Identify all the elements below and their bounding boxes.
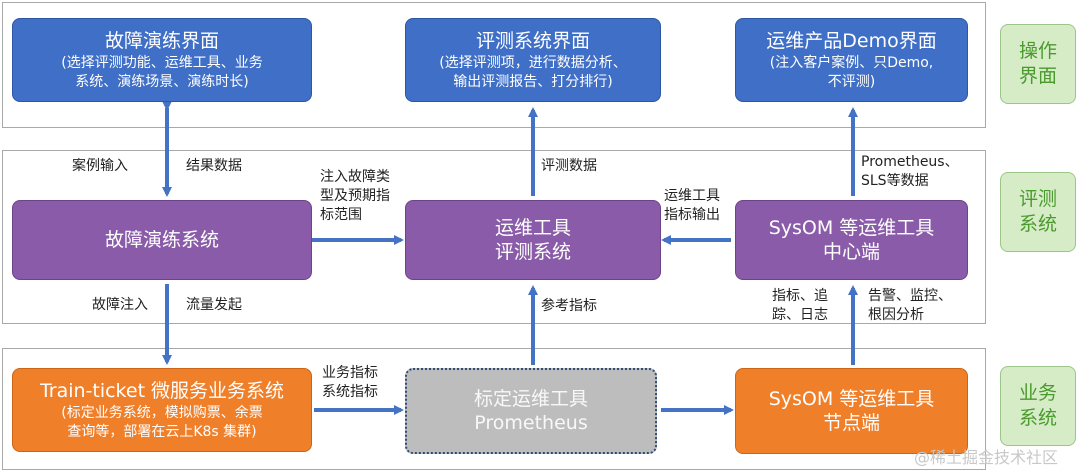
label-traffic: 流量发起 [186,297,242,313]
evaluation-layer-tag: 评测 系统 [1000,172,1076,252]
sysom-center-title: SysOM 等运维工具 中心端 [768,217,935,263]
label-alert-monitor: 告警、监控、 根因分析 [868,288,952,323]
label-result-data: 结果数据 [186,158,242,174]
fault-drill-ui-box[interactable]: 故障演练界面 (选择评测功能、运维工具、业务 系统、演练场景、演练时长) [12,18,312,102]
train-ticket-sub: (标定业务系统，模拟购票、余票 查询等，部署在云上K8s 集群) [61,404,263,440]
fault-drill-system-title: 故障演练系统 [104,229,219,251]
watermark: @稀土掘金技术社区 [914,448,1059,467]
sysom-node-box[interactable]: SysOM 等运维工具 节点端 [735,368,968,454]
train-ticket-box[interactable]: Train-ticket 微服务业务系统 (标定业务系统，模拟购票、余票 查询等… [12,368,312,452]
label-business-metrics: 业务指标 系统指标 [322,365,378,400]
train-ticket-title: Train-ticket 微服务业务系统 [39,379,285,402]
fault-drill-ui-title: 故障演练界面 [104,29,219,52]
label-inject-fault-type: 注入故障类 型及预期指 标范围 [320,169,390,223]
label-reference-metrics: 参考指标 [541,298,597,314]
ops-tool-eval-system-box[interactable]: 运维工具 评测系统 [405,200,661,280]
eval-system-ui-box[interactable]: 评测系统界面 (选择评测项，进行数据分析、 输出评测报告、打分排行) [405,18,661,102]
label-fault-injection: 故障注入 [92,297,148,313]
sysom-center-box[interactable]: SysOM 等运维工具 中心端 [735,200,968,280]
ops-tool-eval-system-title: 运维工具 评测系统 [494,217,571,263]
operation-layer-tag: 操作 界面 [1000,24,1076,104]
business-layer-tag: 业务 系统 [1000,366,1076,446]
label-eval-data: 评测数据 [541,158,597,174]
label-ops-tool-metrics: 运维工具 指标输出 [664,188,720,223]
prometheus-box[interactable]: 标定运维工具 Prometheus [405,368,657,454]
sysom-node-title: SysOM 等运维工具 节点端 [768,388,935,434]
fault-drill-ui-sub: (选择评测功能、运维工具、业务 系统、演练场景、演练时长) [61,54,263,90]
eval-system-ui-sub: (选择评测项，进行数据分析、 输出评测报告、打分排行) [439,54,627,90]
ops-demo-ui-sub: (注入客户案例、只Demo, 不评测) [769,54,934,90]
prometheus-title: 标定运维工具 Prometheus [473,388,588,434]
label-case-input: 案例输入 [72,158,128,174]
ops-demo-ui-title: 运维产品Demo界面 [766,29,937,52]
label-metrics-trace-log: 指标、追 踪、日志 [772,288,828,323]
label-prometheus-sls: Prometheus、 SLS等数据 [861,154,959,189]
eval-system-ui-title: 评测系统界面 [475,29,590,52]
fault-drill-system-box[interactable]: 故障演练系统 [12,200,312,280]
ops-demo-ui-box[interactable]: 运维产品Demo界面 (注入客户案例、只Demo, 不评测) [735,18,968,102]
